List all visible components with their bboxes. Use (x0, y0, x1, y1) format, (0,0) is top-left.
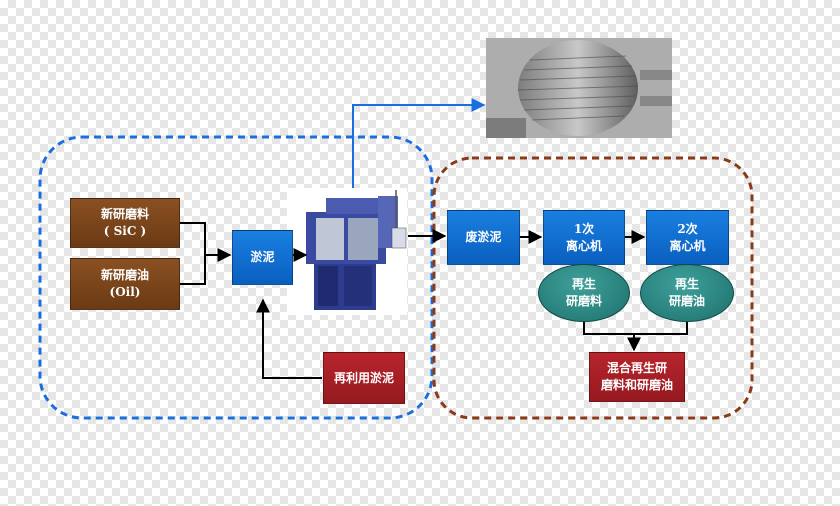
centrifuge-2-box: 2次 离心机 (646, 210, 729, 265)
waste-slurry-box: 废淤泥 (447, 210, 520, 265)
regen-oil-label: 再生 研磨油 (668, 277, 705, 308)
regen-abrasive-label: 再生 研磨料 (565, 277, 602, 308)
new-sic-box: 新研磨料 ( SiC ) (70, 198, 180, 248)
recycle-return-arrow (256, 298, 322, 379)
new-oil-label: 新研磨油 (Oil) (100, 268, 149, 299)
right-group-border (432, 156, 754, 420)
centrifuge-1-label: 1次 离心机 (565, 221, 602, 253)
recycled-slurry-box: 再利用淤泥 (323, 352, 405, 404)
oil-to-slurry-connector (180, 255, 206, 285)
sic-to-slurry-connector (180, 222, 206, 255)
regen-oil-ellipse: 再生 研磨油 (640, 264, 734, 322)
mixed-regen-label: 混合再生研 磨料和研磨油 (600, 361, 673, 392)
machine-to-wafer-link (352, 98, 486, 188)
slurry-box: 淤泥 (232, 230, 293, 285)
wire-saw-machine (287, 188, 407, 315)
regen-abrasive-ellipse: 再生 研磨料 (538, 264, 630, 322)
slurry-label: 淤泥 (250, 250, 275, 264)
waste-slurry-label: 废淤泥 (465, 230, 502, 244)
regen-merge-connector (583, 320, 688, 335)
wafer-stack-photo (486, 38, 672, 138)
centrifuge-2-label: 2次 离心机 (669, 221, 706, 253)
recycled-slurry-label: 再利用淤泥 (333, 370, 394, 385)
mixed-regen-box: 混合再生研 磨料和研磨油 (589, 352, 685, 402)
centrifuge-1-box: 1次 离心机 (543, 210, 625, 265)
new-sic-label: 新研磨料 ( SiC ) (100, 207, 149, 238)
left-group-border (38, 135, 434, 420)
new-oil-box: 新研磨油 (Oil) (70, 258, 180, 310)
